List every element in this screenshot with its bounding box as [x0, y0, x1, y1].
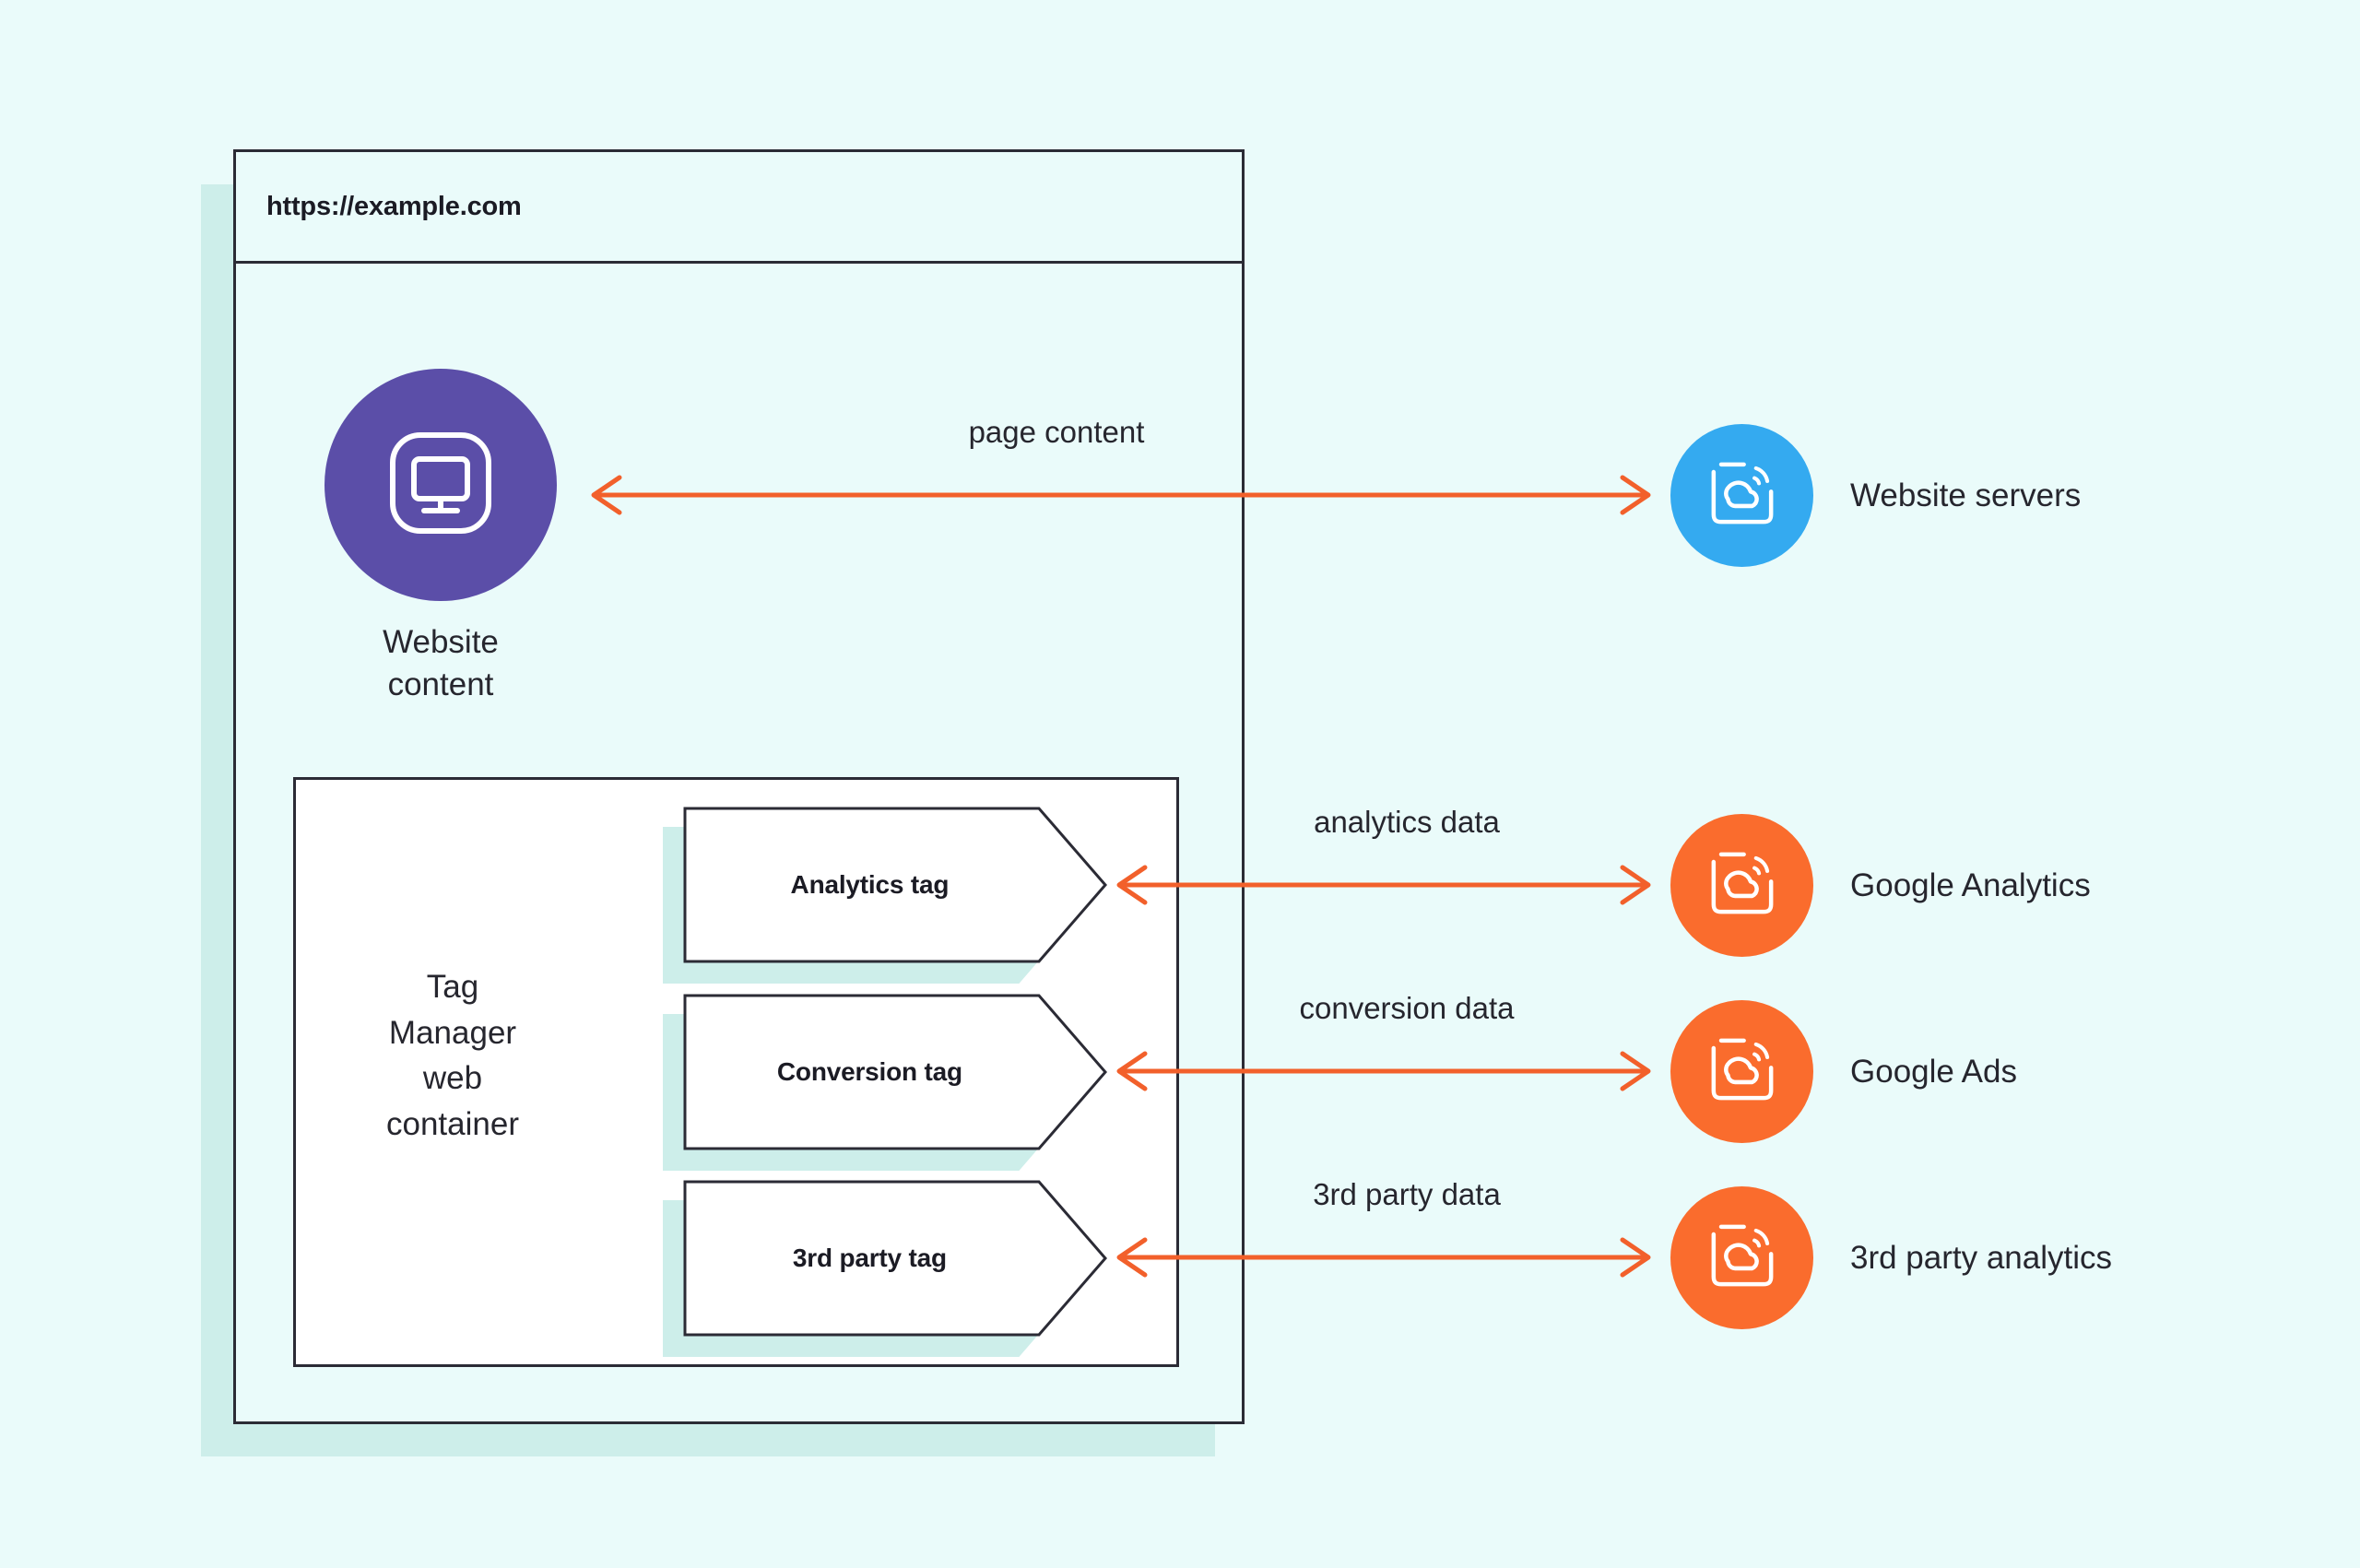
tag-shape	[683, 994, 1107, 1150]
connector-page-content-label: page content	[968, 415, 1145, 449]
website-content-node: Website content	[324, 369, 557, 706]
connector-conversion-data: conversion data	[1112, 991, 1656, 1103]
website-content-circle	[324, 369, 557, 601]
cloud-signal-icon	[1705, 1218, 1780, 1298]
tag-3rd-party[interactable]: 3rd party tag	[663, 1180, 1107, 1357]
service-google-ads-circle	[1670, 1000, 1813, 1143]
website-content-caption-line1: Website	[383, 624, 499, 660]
browser-url-bar[interactable]: https://example.com	[236, 152, 1242, 264]
tag-label: Analytics tag	[790, 870, 950, 899]
tag-manager-label-line3: web	[422, 1060, 483, 1097]
tag-conversion[interactable]: Conversion tag	[663, 994, 1107, 1171]
connector-3rd-party-data: 3rd party data	[1112, 1177, 1656, 1290]
tag-manager-label-line4: container	[386, 1106, 519, 1143]
tag-analytics[interactable]: Analytics tag	[663, 807, 1107, 984]
service-google-analytics-circle	[1670, 814, 1813, 957]
service-website-servers-label: Website servers	[1850, 477, 2082, 513]
website-content-caption: Website content	[324, 621, 557, 706]
cloud-signal-icon	[1705, 1032, 1780, 1112]
connector-conversion-data-label: conversion data	[1299, 991, 1515, 1025]
tag-manager-label-line1: Tag	[426, 969, 479, 1005]
tag-shape	[683, 807, 1107, 963]
tag-label: Conversion tag	[776, 1057, 962, 1086]
browser-url-text: https://example.com	[266, 191, 522, 221]
service-google-analytics[interactable]: Google Analytics	[1670, 814, 2091, 957]
connector-3rd-party-data-label: 3rd party data	[1313, 1177, 1501, 1211]
service-website-servers[interactable]: Website servers	[1670, 424, 2081, 567]
cloud-signal-icon	[1705, 455, 1780, 536]
tag-manager-container: Tag Manager web container Analytics tag …	[293, 777, 1179, 1367]
connector-page-content: page content	[586, 415, 1656, 527]
connector-analytics-data: analytics data	[1112, 805, 1656, 917]
service-3rd-party-analytics[interactable]: 3rd party analytics	[1670, 1186, 2112, 1329]
monitor-icon	[385, 428, 496, 543]
service-google-ads[interactable]: Google Ads	[1670, 1000, 2017, 1143]
service-3rd-party-analytics-label: 3rd party analytics	[1850, 1239, 2113, 1276]
service-website-servers-circle	[1670, 424, 1813, 567]
tag-label: 3rd party tag	[792, 1244, 947, 1272]
tag-manager-label-line2: Manager	[388, 1014, 517, 1051]
tag-manager-label: Tag Manager web container	[347, 964, 559, 1148]
cloud-signal-icon	[1705, 845, 1780, 925]
tag-shape	[683, 1180, 1107, 1337]
service-google-analytics-label: Google Analytics	[1850, 867, 2091, 903]
service-google-ads-label: Google Ads	[1850, 1053, 2017, 1090]
connector-analytics-data-label: analytics data	[1314, 805, 1500, 839]
service-3rd-party-analytics-circle	[1670, 1186, 1813, 1329]
website-content-caption-line2: content	[387, 666, 494, 703]
